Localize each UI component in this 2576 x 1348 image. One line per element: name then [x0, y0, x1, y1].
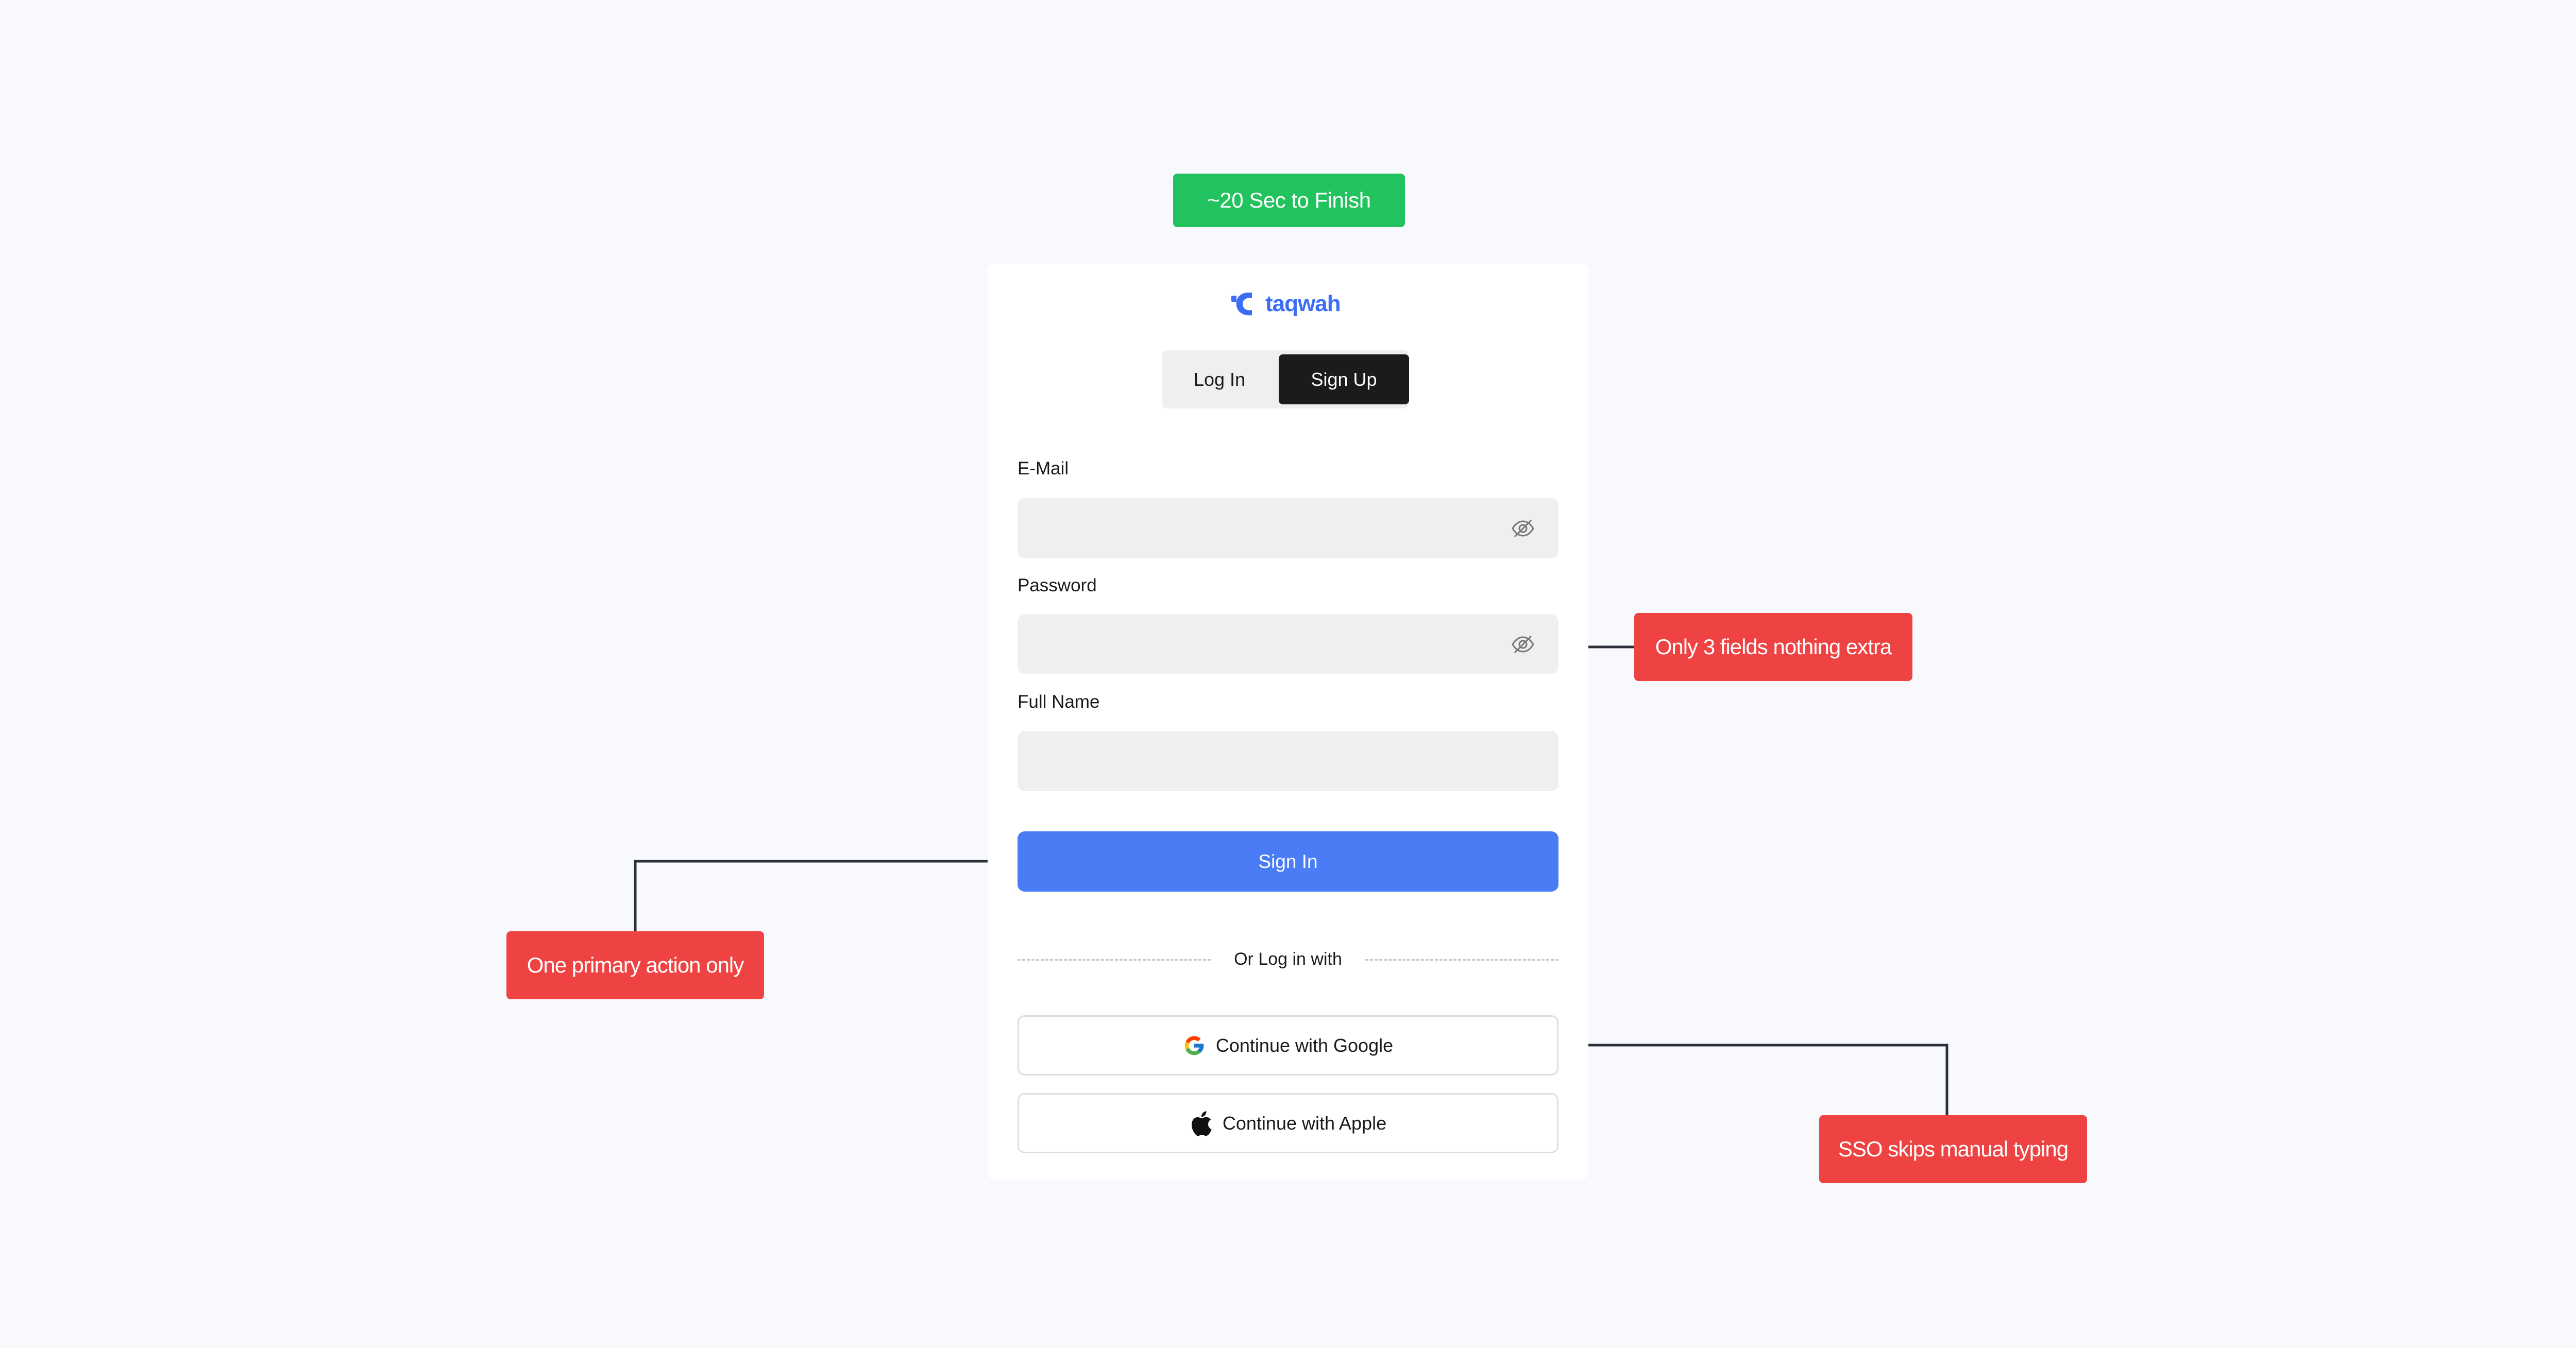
apple-icon: [1191, 1111, 1212, 1136]
annotation-fields: Only 3 fields nothing extra: [1634, 613, 1912, 681]
eye-off-icon[interactable]: [1511, 516, 1535, 541]
annotation-sso: SSO skips manual typing: [1819, 1115, 2087, 1183]
divider-line-left: [1018, 959, 1211, 961]
eye-off-icon[interactable]: [1511, 632, 1535, 657]
apple-button-label: Continue with Apple: [1222, 1112, 1387, 1134]
email-field[interactable]: [1018, 498, 1558, 558]
continue-with-apple-button[interactable]: Continue with Apple: [1018, 1093, 1558, 1153]
sign-in-button[interactable]: Sign In: [1018, 831, 1558, 892]
password-label: Password: [1018, 575, 1097, 595]
google-icon: [1184, 1036, 1204, 1055]
tab-sign-up[interactable]: Sign Up: [1279, 354, 1409, 404]
sso-connector-line: [1574, 1044, 1948, 1115]
password-field[interactable]: [1018, 615, 1558, 674]
google-button-label: Continue with Google: [1215, 1034, 1394, 1056]
annotation-primary-action: One primary action only: [506, 931, 764, 999]
divider-line-right: [1365, 959, 1558, 961]
taqwah-logo-icon: [1231, 293, 1252, 316]
email-label: E-Mail: [1018, 458, 1069, 479]
continue-with-google-button[interactable]: Continue with Google: [1018, 1015, 1558, 1076]
brand-name: taqwah: [1265, 291, 1341, 316]
primary-connector-line: [634, 860, 1008, 931]
brand-logo: taqwah: [1231, 287, 1350, 320]
full-name-field[interactable]: [1018, 731, 1558, 791]
full-name-label: Full Name: [1018, 692, 1100, 712]
time-to-finish-badge: ~20 Sec to Finish: [1173, 174, 1405, 227]
tab-log-in[interactable]: Log In: [1193, 368, 1246, 390]
or-login-with-text: Or Log in with: [1234, 949, 1342, 969]
